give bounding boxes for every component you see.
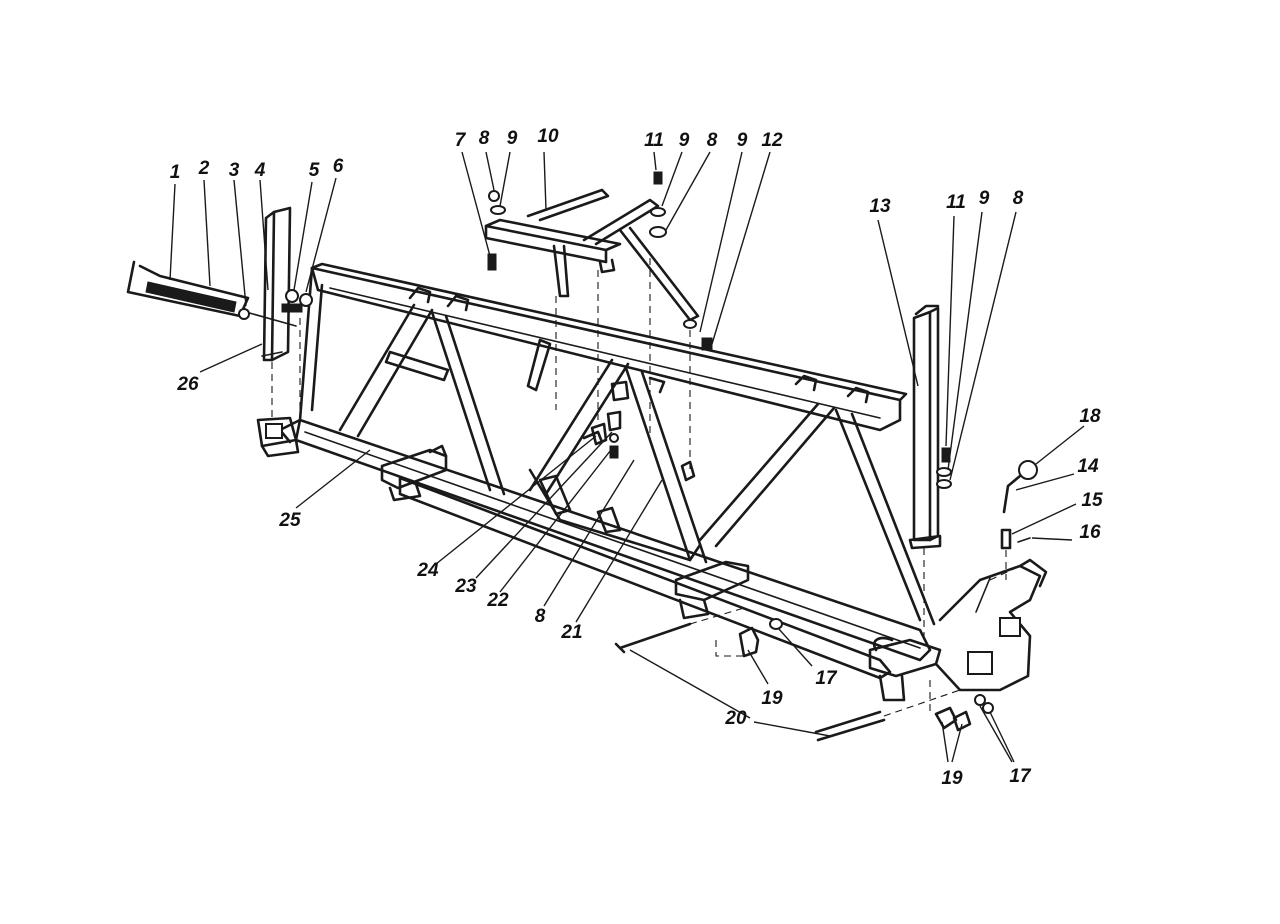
callout-19-right: 19 <box>941 768 963 789</box>
callout-9-top-left: 9 <box>507 128 518 149</box>
callout-6: 6 <box>333 156 344 177</box>
callout-4: 4 <box>254 160 266 181</box>
callout-11-top: 11 <box>644 130 664 151</box>
callout-9-top-right: 9 <box>737 130 748 151</box>
callout-16: 16 <box>1079 522 1101 543</box>
lower-hardware-parts <box>614 607 994 742</box>
callout-2: 2 <box>198 158 210 179</box>
left-hanger-parts <box>126 206 313 420</box>
callout-15: 15 <box>1081 490 1103 511</box>
callout-8-lower: 8 <box>535 606 546 627</box>
callout-17-right: 17 <box>1009 766 1032 787</box>
callout-8-right: 8 <box>1013 188 1024 209</box>
callout-25: 25 <box>278 510 301 531</box>
callout-7: 7 <box>455 130 467 151</box>
right-post-parts <box>908 304 952 640</box>
callout-3: 3 <box>229 160 240 181</box>
callout-numbers: 1 2 3 4 5 6 7 8 9 10 11 9 8 9 12 13 11 9… <box>170 126 1103 789</box>
callout-26: 26 <box>176 374 199 395</box>
callout-17-center: 17 <box>815 668 838 689</box>
callout-22: 22 <box>486 590 509 611</box>
callout-11-right: 11 <box>946 192 966 213</box>
callout-19-center: 19 <box>761 688 783 709</box>
callout-14: 14 <box>1077 456 1099 477</box>
callout-1: 1 <box>170 162 181 183</box>
hitch-pin-parts <box>989 460 1038 581</box>
callout-20: 20 <box>724 708 747 729</box>
callout-13: 13 <box>869 196 891 217</box>
callout-9-top-mid: 9 <box>679 130 690 151</box>
callout-12: 12 <box>761 130 783 151</box>
leader-lines <box>169 151 1085 763</box>
callout-23: 23 <box>454 576 477 597</box>
callout-5: 5 <box>309 160 320 181</box>
callout-10: 10 <box>537 126 559 147</box>
callout-9-right: 9 <box>979 188 990 209</box>
callout-24: 24 <box>416 560 439 581</box>
main-truss-frame <box>278 262 936 680</box>
callout-8-top-mid: 8 <box>707 130 718 151</box>
callout-21: 21 <box>560 622 582 643</box>
right-mount-assembly <box>674 558 1048 702</box>
callout-8-top-left: 8 <box>479 128 490 149</box>
top-bracket-parts <box>484 171 713 482</box>
callout-18: 18 <box>1079 406 1101 427</box>
left-mount-assembly <box>256 416 448 502</box>
